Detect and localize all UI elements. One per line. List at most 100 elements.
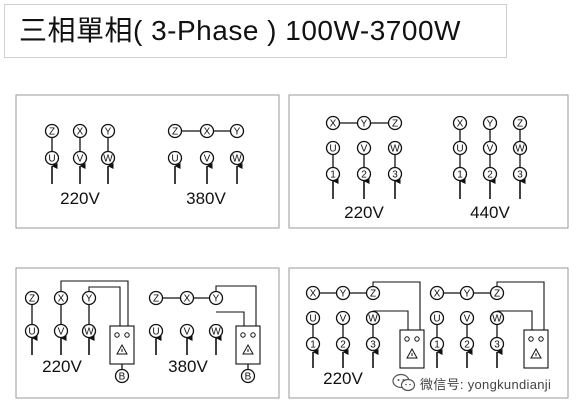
terminal-label: 3 bbox=[392, 170, 398, 181]
terminal-circle bbox=[335, 285, 351, 301]
terminal-label: W bbox=[515, 144, 525, 155]
voltage-label-top-left-a: 220V bbox=[60, 189, 100, 208]
terminal-label: X bbox=[330, 119, 337, 130]
terminal-circle bbox=[482, 115, 498, 131]
terminal-label: U bbox=[456, 144, 463, 155]
terminal-circle bbox=[512, 140, 528, 156]
voltage-label-bottom-right-a: 220V bbox=[323, 369, 363, 388]
terminal-circle bbox=[305, 310, 321, 326]
terminal-circle bbox=[335, 336, 351, 352]
voltage-label-top-left-b: 380V bbox=[186, 189, 226, 208]
terminal-label: 2 bbox=[361, 170, 367, 181]
terminal-label: V bbox=[204, 154, 211, 165]
terminal-circle bbox=[167, 150, 183, 166]
control-wire bbox=[373, 310, 409, 330]
terminal-circle bbox=[387, 140, 403, 156]
terminal-label: X bbox=[58, 294, 65, 305]
terminal-circle bbox=[208, 290, 224, 306]
terminal-circle bbox=[24, 290, 40, 306]
brake-terminal bbox=[114, 368, 130, 384]
terminal-label: X bbox=[457, 119, 464, 130]
switch-triangle-icon bbox=[406, 347, 418, 359]
switch-triangle-icon bbox=[530, 347, 542, 359]
terminal-label: Z bbox=[172, 127, 178, 138]
terminal-label: W bbox=[103, 154, 113, 165]
centrifugal-switch-box bbox=[109, 325, 135, 365]
terminal-label: 1 bbox=[310, 340, 316, 351]
terminal-circle bbox=[489, 285, 505, 301]
terminal-circle bbox=[482, 140, 498, 156]
control-wire bbox=[497, 310, 533, 330]
terminal-label: Y bbox=[234, 127, 241, 138]
terminal-circle bbox=[429, 336, 445, 352]
terminal-label: Z bbox=[370, 289, 376, 300]
terminal-circle bbox=[429, 310, 445, 326]
terminal-circle bbox=[199, 150, 215, 166]
terminal-label: U bbox=[329, 144, 336, 155]
terminal-label: V bbox=[464, 314, 471, 325]
terminal-circle bbox=[179, 323, 195, 339]
switch-contact bbox=[114, 332, 120, 338]
terminal-circle bbox=[148, 323, 164, 339]
terminal-label: 2 bbox=[340, 340, 346, 351]
terminal-label: U bbox=[48, 154, 55, 165]
terminal-label: Z bbox=[29, 294, 35, 305]
terminal-circle bbox=[53, 323, 69, 339]
terminal-circle bbox=[167, 123, 183, 139]
switch-contact bbox=[538, 336, 544, 342]
terminal-circle bbox=[325, 115, 341, 131]
terminal-label: Y bbox=[105, 127, 112, 138]
panel-frame-bottom-right bbox=[288, 267, 569, 399]
terminal-circle bbox=[512, 166, 528, 182]
terminal-circle bbox=[325, 140, 341, 156]
switch-contact bbox=[250, 332, 256, 338]
switch-contact bbox=[528, 336, 534, 342]
terminal-label: W bbox=[84, 327, 94, 338]
control-wire bbox=[60, 280, 129, 326]
terminal-circle bbox=[459, 336, 475, 352]
terminal-label: 2 bbox=[464, 340, 470, 351]
terminal-label: V bbox=[58, 327, 65, 338]
terminal-circle bbox=[100, 150, 116, 166]
terminal-circle bbox=[44, 123, 60, 139]
switch-contact bbox=[240, 332, 246, 338]
terminal-label: Y bbox=[340, 289, 347, 300]
terminal-circle bbox=[452, 166, 468, 182]
terminal-label: Y bbox=[487, 119, 494, 130]
switch-contact bbox=[404, 336, 410, 342]
terminal-circle bbox=[335, 310, 351, 326]
terminal-circle bbox=[229, 150, 245, 166]
terminal-circle bbox=[356, 115, 372, 131]
switch-triangle-icon bbox=[242, 343, 254, 355]
terminal-label: X bbox=[184, 294, 191, 305]
terminal-circle bbox=[325, 166, 341, 182]
terminal-circle bbox=[81, 290, 97, 306]
terminal-label: V bbox=[487, 144, 494, 155]
terminal-label: U bbox=[433, 314, 440, 325]
terminal-label: X bbox=[204, 127, 211, 138]
terminal-circle bbox=[387, 115, 403, 131]
terminal-label: 2 bbox=[487, 170, 493, 181]
terminal-circle bbox=[208, 323, 224, 339]
terminal-circle bbox=[100, 123, 116, 139]
terminal-circle bbox=[148, 290, 164, 306]
terminal-label: 3 bbox=[370, 340, 376, 351]
terminal-label: Y bbox=[86, 294, 93, 305]
page-title: 三相單相( 3-Phase ) 100W-3700W bbox=[19, 15, 461, 46]
control-wire bbox=[372, 281, 421, 330]
terminal-layer bbox=[24, 115, 549, 384]
terminal-circle bbox=[356, 166, 372, 182]
terminal-circle bbox=[489, 310, 505, 326]
terminal-circle bbox=[72, 123, 88, 139]
terminal-label: W bbox=[390, 144, 400, 155]
terminal-circle bbox=[387, 166, 403, 182]
terminal-circle bbox=[365, 285, 381, 301]
terminal-label: W bbox=[211, 327, 221, 338]
terminal-circle bbox=[24, 323, 40, 339]
terminal-circle bbox=[81, 323, 97, 339]
terminal-circle bbox=[489, 336, 505, 352]
terminal-circle bbox=[179, 290, 195, 306]
terminal-circle bbox=[229, 123, 245, 139]
terminal-circle bbox=[429, 285, 445, 301]
